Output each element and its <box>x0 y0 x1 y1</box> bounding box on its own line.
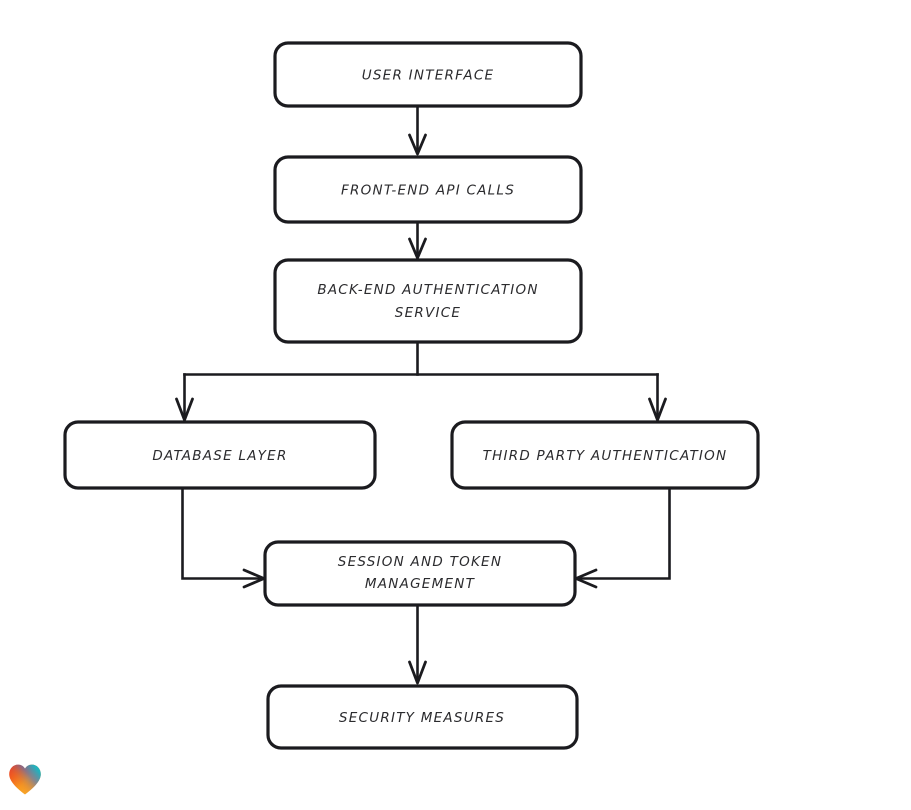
edge-frontend-to-backend <box>408 220 427 260</box>
node-user-interface-label: USER INTERFACE <box>362 68 495 84</box>
node-back-end-auth-label-line1: BACK-END AUTHENTICATION <box>317 282 538 298</box>
node-user-interface-shape <box>273 41 583 108</box>
node-database-layer-shape <box>63 420 377 490</box>
edge-session-to-security <box>408 603 427 685</box>
node-session-token-label-line2: MANAGEMENT <box>365 576 476 592</box>
edge-ui-to-frontend <box>408 104 427 156</box>
node-user-interface[interactable]: USER INTERFACE <box>273 41 583 108</box>
node-security-measures-shape <box>266 684 579 750</box>
node-back-end-auth-shape <box>273 258 583 344</box>
gradient-heart-icon <box>8 763 42 796</box>
node-layer: USER INTERFACE FRONT-END API CALLS BACK-… <box>63 41 760 750</box>
node-back-end-auth-label-line2: SERVICE <box>395 305 461 321</box>
node-database-layer-label: DATABASE LAYER <box>152 448 287 464</box>
gradient-heart-icon-svg <box>9 764 41 795</box>
node-third-party-auth-shape <box>450 420 760 490</box>
node-third-party-auth-label: THIRD PARTY AUTHENTICATION <box>483 448 728 464</box>
node-security-measures[interactable]: SECURITY MEASURES <box>266 684 579 750</box>
edge-backend-to-thirdparty <box>648 373 667 422</box>
node-front-end-api-label: FRONT-END API CALLS <box>341 183 515 199</box>
node-database-layer[interactable]: DATABASE LAYER <box>63 420 377 490</box>
edge-backend-split-trunk <box>183 340 659 376</box>
node-back-end-auth[interactable]: BACK-END AUTHENTICATION SERVICE <box>273 258 583 344</box>
node-third-party-auth[interactable]: THIRD PARTY AUTHENTICATION <box>450 420 760 490</box>
edge-thirdparty-to-session <box>574 486 671 589</box>
edge-backend-to-database <box>175 373 194 422</box>
node-security-measures-label: SECURITY MEASURES <box>339 710 505 726</box>
node-session-token[interactable]: SESSION AND TOKEN MANAGEMENT <box>263 540 577 607</box>
node-front-end-api[interactable]: FRONT-END API CALLS <box>273 155 583 224</box>
node-session-token-label-line1: SESSION AND TOKEN <box>338 554 502 570</box>
node-session-token-shape <box>263 540 577 607</box>
node-front-end-api-shape <box>273 155 583 224</box>
edge-database-to-session <box>181 486 266 589</box>
